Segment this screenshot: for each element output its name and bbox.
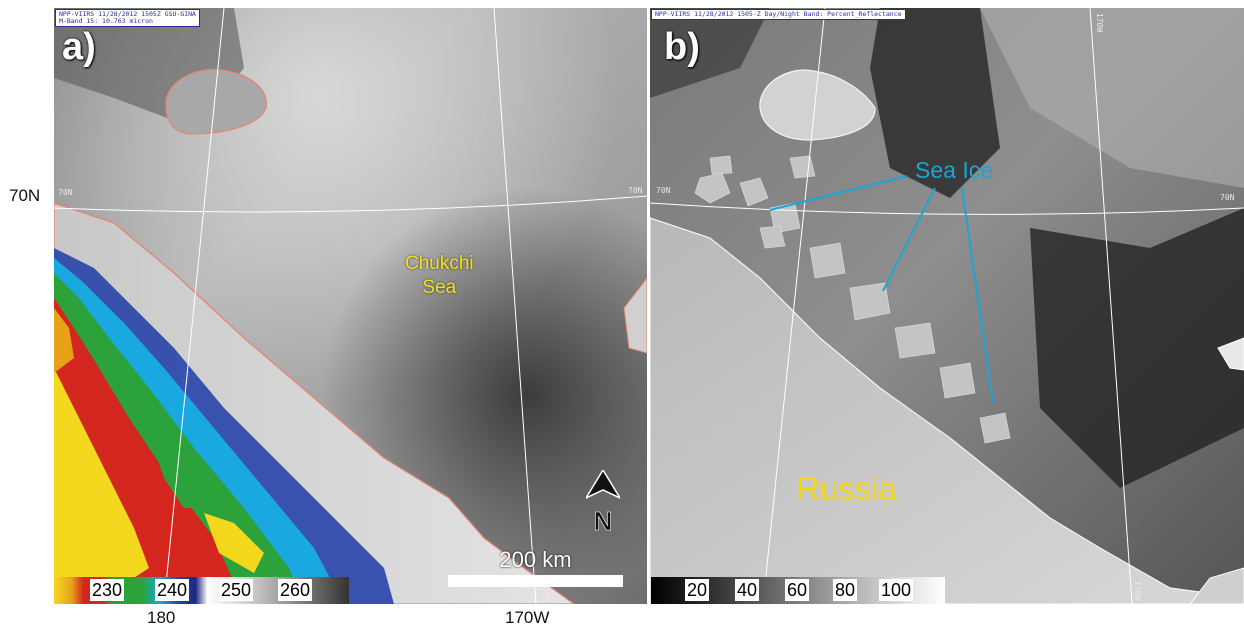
grid-label-70n-left: 70N	[656, 186, 671, 195]
scale-bar-label: 200 km	[499, 547, 572, 572]
siberia-land	[650, 217, 1244, 604]
colorbar-tick: 60	[785, 579, 810, 601]
colorbar-reflectance: 20 40 60 80 100	[651, 577, 945, 604]
colorbar-tick: 250	[219, 579, 254, 601]
panel-a-header: NPP-VIIRS 11/28/2012 1505Z GSU-GINA M-Ba…	[55, 9, 200, 27]
panel-b-label: b)	[664, 26, 700, 68]
chukchi-sea-label: Chukchi Sea	[405, 253, 474, 298]
north-arrow-icon: N	[586, 470, 620, 534]
panel-b-dnb-image: NPP-VIIRS 11/28/2012 1505-Z Day/Night Ba…	[650, 8, 1244, 604]
sea-ice-floes	[694, 155, 1011, 444]
sea-ice-pointer-lines	[769, 175, 994, 404]
scale-bar: 200 km	[448, 547, 623, 587]
lat-label-70n: 70N	[9, 186, 41, 205]
scale-bar-line	[448, 575, 623, 587]
grid-label-70n-left: 70N	[58, 188, 73, 197]
colorbar-tick: 40	[735, 579, 760, 601]
dnb-satellite-image	[650, 8, 1244, 604]
north-label: N	[594, 506, 613, 534]
colorbar-tick: 260	[278, 579, 313, 601]
russia-label: Russia	[796, 470, 897, 507]
grid-label-170w-bottom: 170W	[1133, 580, 1143, 601]
panel-b-header: NPP-VIIRS 11/28/2012 1505-Z Day/Night Ba…	[651, 9, 906, 20]
colorbar-tick: 100	[879, 579, 914, 601]
panel-a-label: a)	[62, 26, 96, 68]
wrangel-island	[165, 68, 267, 135]
lon-label-180: 180	[147, 608, 176, 627]
grid-label-170w-top: 170W	[1095, 12, 1105, 33]
panel-a-ir-image: NPP-VIIRS 11/28/2012 1505Z GSU-GINA M-Ba…	[54, 8, 647, 604]
ir-satellite-image	[54, 8, 647, 604]
grid-label-70n-right: 70N	[628, 186, 643, 195]
colorbar-tick: 230	[90, 579, 125, 601]
colorbar-tick: 80	[833, 579, 858, 601]
lon-label-170w: 170W	[505, 608, 550, 627]
colorbar-temperature: 230 240 250 260	[54, 577, 349, 604]
colorbar-tick: 20	[685, 579, 710, 601]
colorbar-tick: 240	[155, 579, 190, 601]
sea-ice-label: Sea Ice	[915, 157, 993, 183]
grid-label-70n-right: 70N	[1220, 193, 1235, 202]
wrangel-island	[759, 69, 876, 141]
